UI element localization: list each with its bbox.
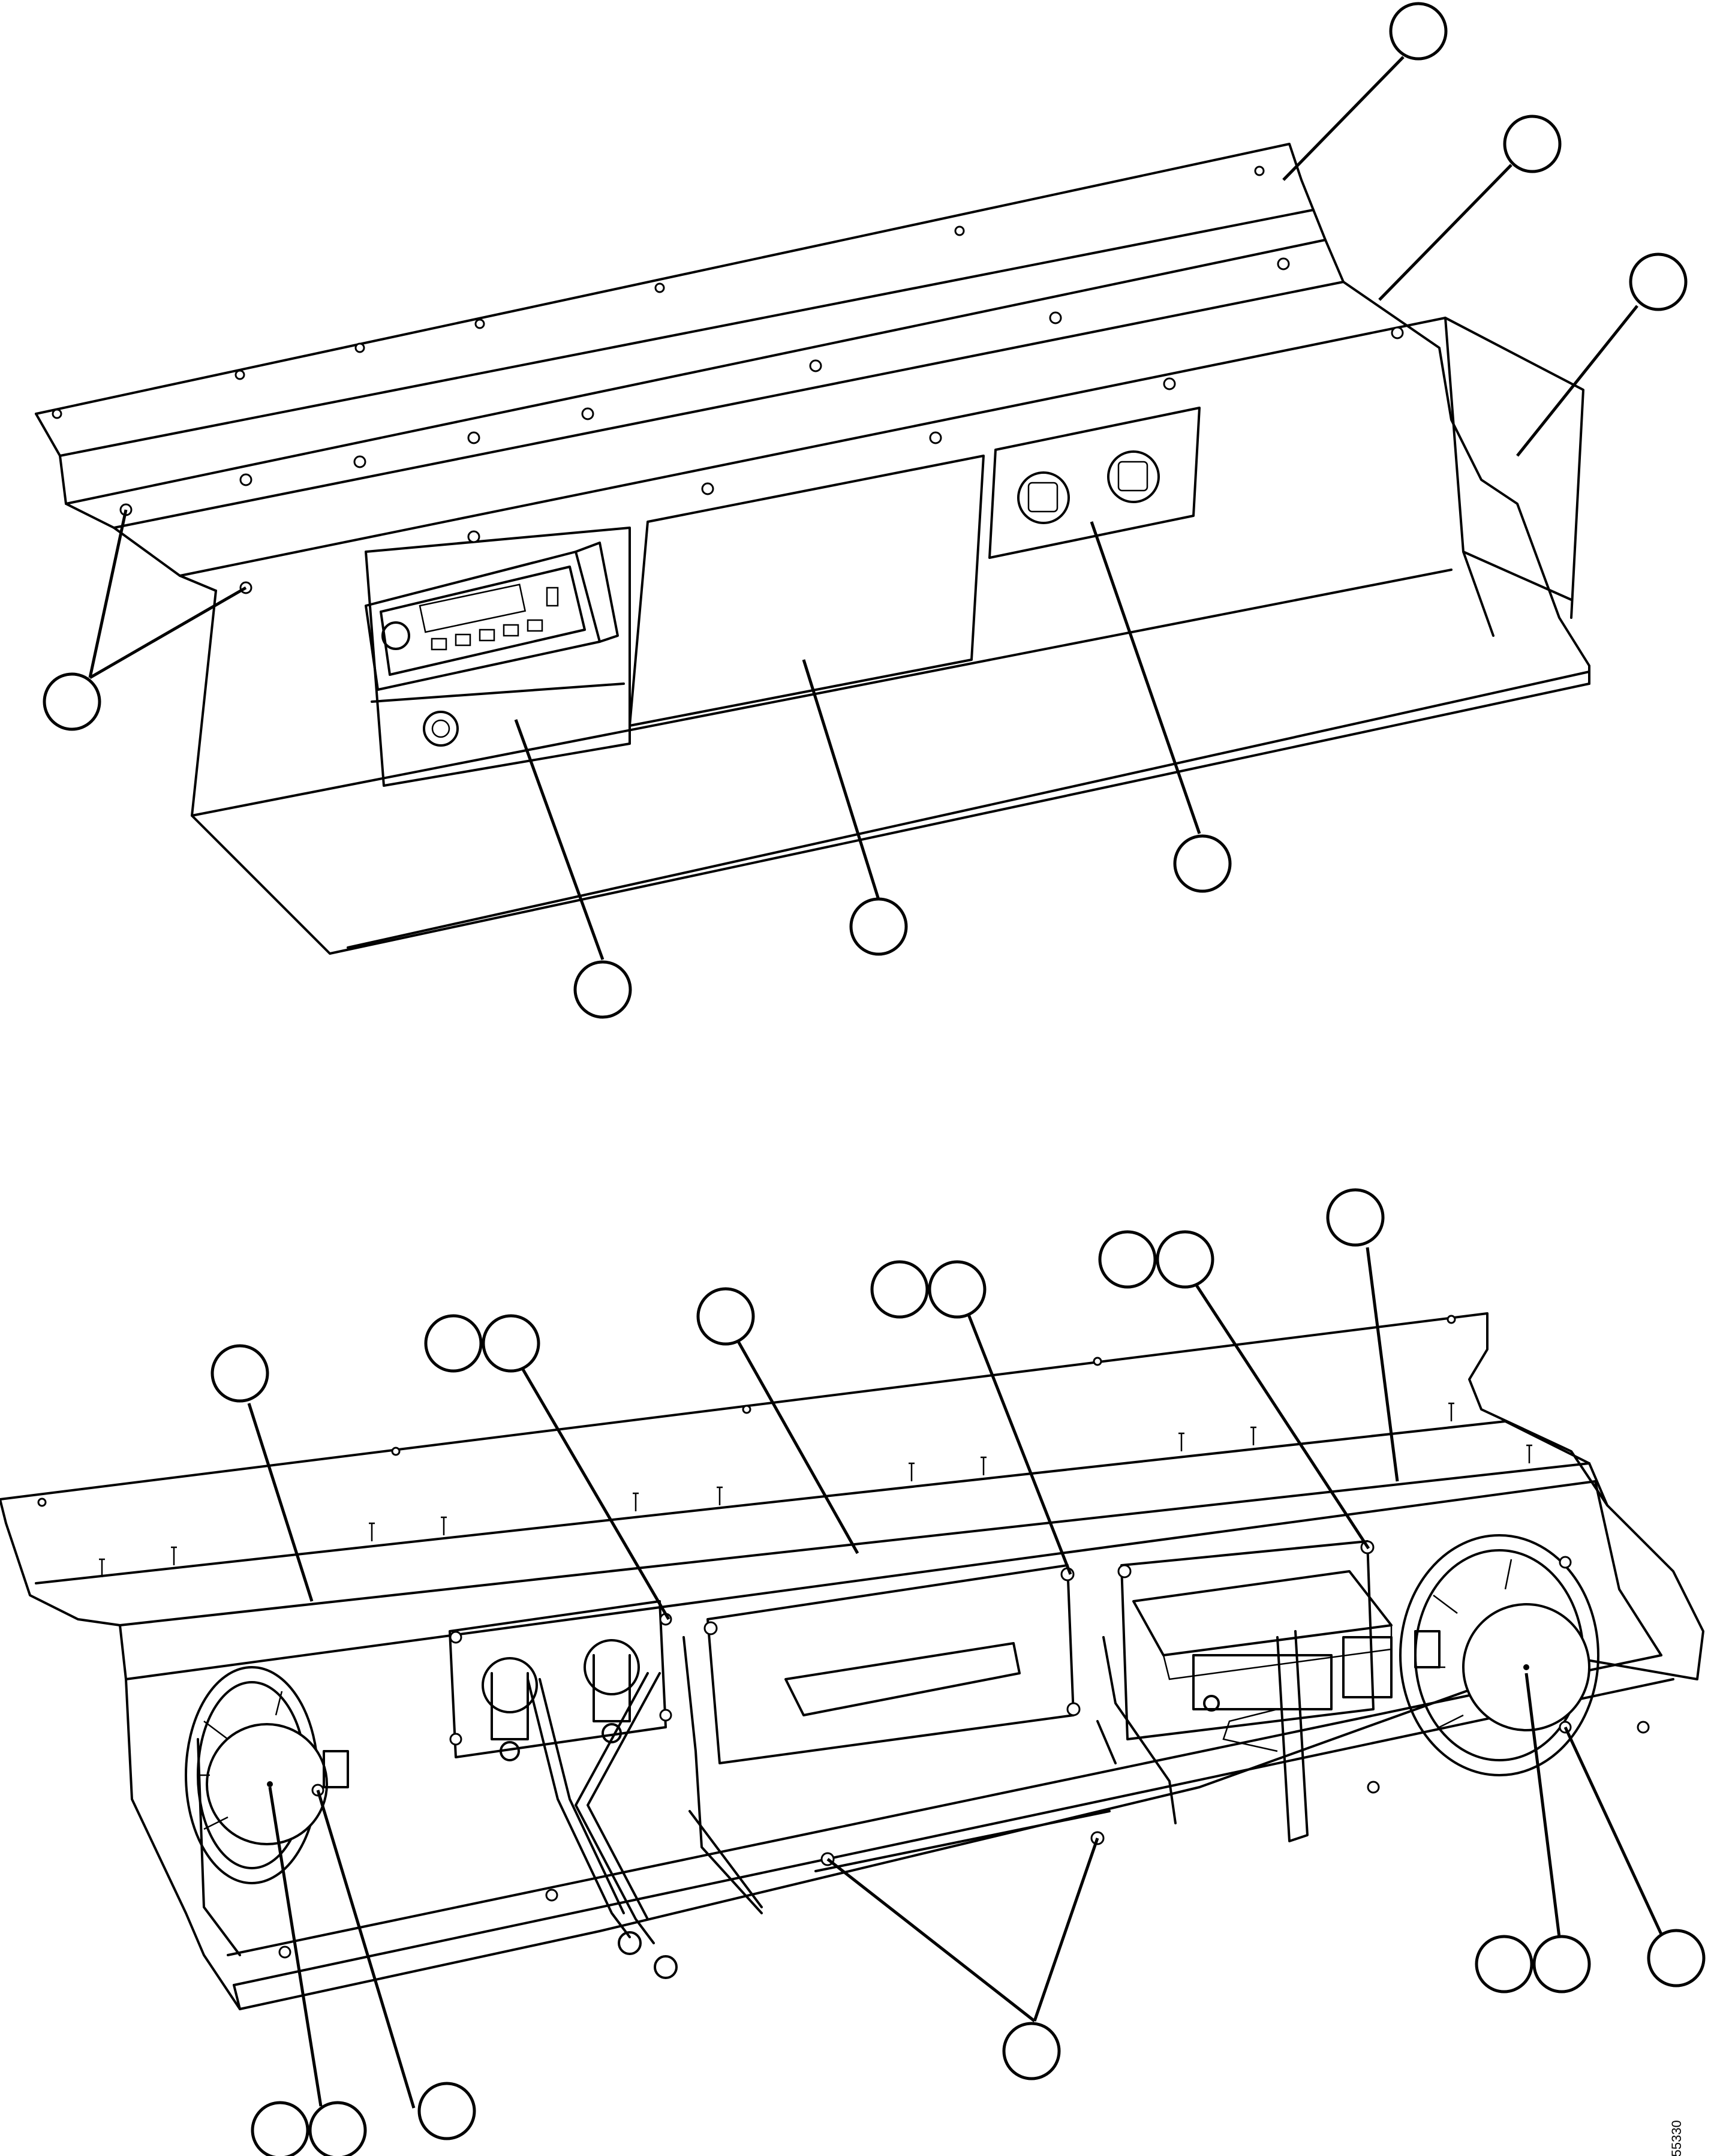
callout-bubble	[1389, 2, 1448, 61]
callout-bubble	[849, 897, 908, 956]
callout-bubble	[43, 672, 101, 731]
callout-bubble	[482, 1314, 540, 1373]
callout-bubble	[1647, 1929, 1706, 1987]
callout-bubble	[424, 1314, 483, 1373]
callout-bubble	[1629, 252, 1688, 311]
callout-bubble	[308, 2101, 367, 2156]
fastener-holes-top	[52, 166, 1404, 594]
radio-unit	[365, 542, 619, 691]
switch-panel	[988, 407, 1201, 559]
callout-bubble	[1156, 1230, 1214, 1289]
callout-bubble	[1098, 1230, 1157, 1289]
callout-bubble	[1475, 1935, 1533, 1993]
callout-bubble	[1002, 2022, 1061, 2080]
cover-panel-rear	[682, 1564, 1081, 1914]
callout-bubble	[1173, 834, 1232, 893]
radio-chassis-rear	[1096, 1540, 1393, 1842]
jack-icon	[423, 711, 459, 747]
figure-number: 455330	[1669, 2120, 1684, 2156]
callout-bubble	[573, 960, 632, 1019]
callout-bubble	[211, 1344, 269, 1403]
callouts-top	[43, 2, 1688, 1019]
callout-bubble	[696, 1287, 755, 1346]
left-speaker	[185, 1666, 349, 1884]
callout-bubble	[928, 1260, 987, 1319]
callout-bubble	[1326, 1188, 1385, 1247]
callout-bubble	[251, 2101, 309, 2156]
bottom-view-console	[0, 1188, 1706, 2156]
radio-panel	[365, 527, 631, 787]
top-view-console	[35, 2, 1688, 1019]
callout-bubble	[870, 1260, 929, 1319]
switch-panel-rear	[449, 1600, 678, 1979]
blank-cover-panel	[629, 455, 985, 727]
callout-bubble	[1532, 1935, 1591, 1993]
callout-bubble	[1503, 115, 1562, 173]
callout-bubble	[417, 2082, 476, 2140]
right-speaker	[1399, 1534, 1599, 1776]
studs	[37, 1315, 1532, 1577]
callouts-bottom	[211, 1188, 1706, 2156]
